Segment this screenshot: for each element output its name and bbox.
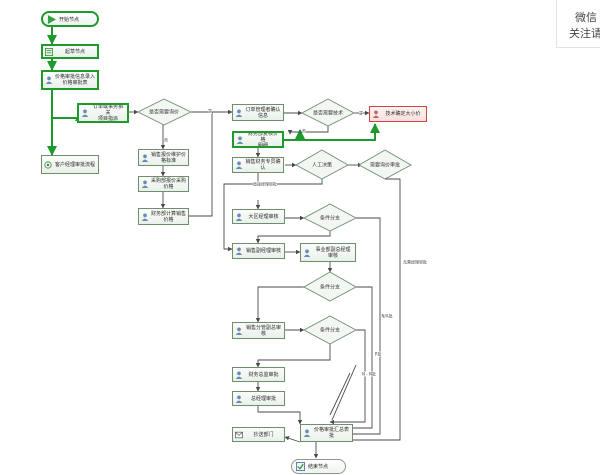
edge-label-no1: 否 [164,137,168,143]
supplier-node[interactable]: 价格审批信息录入 价格审批表 [41,70,99,90]
decision-d2[interactable] [301,98,355,127]
end-node[interactable]: 结束节点 [291,459,346,474]
purchase-node-label: 采购部报价采购 价格 [151,178,187,190]
sales-finance-node[interactable]: 销售财务专员确 认 [232,157,284,173]
user-icon [81,109,89,117]
form-icon [45,47,53,56]
decision-d4-label: 条件分支 [319,215,341,222]
user-icon [235,161,243,169]
supervisor-node[interactable]: 订单或事务相关 项目指派 [77,103,129,123]
dept-mgr-node-label: 大区经理审核 [248,213,279,220]
notify-node[interactable]: 抄送部门 [232,427,285,442]
decision-d2-label: 是否需要技术 [312,110,344,117]
user-icon [235,247,243,255]
purchase-node[interactable]: 采购部报价采购 价格 [138,176,189,192]
finance-review-node[interactable]: 财务部复核价格 明细 [232,131,284,148]
decision-d1[interactable] [136,98,193,126]
active-path [47,27,380,156]
user-icon [141,154,149,162]
finance-node-label: 财务部计算销售 价格 [151,210,187,223]
customer-node-label: 客户经理审批流程 [54,161,95,168]
draft-node-label: 起草节点 [64,48,85,55]
edge-label-branch1: 直接经理审批 [253,181,277,187]
user-icon [372,110,380,118]
start-node-label: 开始节点 [59,16,80,23]
edge-supplier-supervisor [52,111,85,121]
decision-d6-label: 条件分支 [319,284,341,291]
wechat-line1: 微信 [575,11,597,24]
edge-label-branch2: 无需经理审批 [403,259,427,265]
customer-node[interactable]: 客户经理审批流程 [41,155,99,174]
decision-d3[interactable] [295,149,349,180]
user-icon [235,371,243,379]
decisions [136,98,412,345]
decision-d7-label: 条件分支 [319,327,341,334]
finance-director-node-label: 财务总监审批 [248,371,279,378]
user-icon [45,76,53,84]
sales-mgr-node[interactable]: 销售副经理审核 [232,243,285,259]
bu-review-node-label: 事业部副总经理 审核 [315,246,351,259]
user-icon [235,327,243,335]
decision-d3b-label: 需要询价审批 [369,162,401,169]
decision-d7[interactable] [303,315,357,345]
bu-mgr-node-label: 销售分管副总审 核 [245,324,281,337]
bu-mgr-node[interactable]: 销售分管副总审 核 [232,322,285,339]
wechat-follow-box[interactable]: 微信 关注请 [556,0,600,48]
user-icon [141,180,149,188]
user-icon [141,213,149,221]
edge-label-yes1: 是 [208,108,212,114]
edge-label-yes2: 是 [359,110,363,116]
start-node[interactable]: 开始节点 [41,11,99,27]
archive-node[interactable]: 价格审批汇总表 批 [300,424,353,442]
supervisor-node-label: 订单或事务相关 项目指派 [92,104,123,122]
wechat-line2: 关注请 [569,27,600,40]
sales-mgr-node-label: 销售副经理审核 [245,248,281,254]
decision-d6[interactable] [303,271,357,302]
edge-label-branch5: N - N批 [362,371,376,377]
check-icon [296,462,305,471]
cycle-icon [44,160,52,169]
bu-review-node[interactable]: 事业部副总经理 审核 [300,243,356,262]
edge-label-branch3: N/A批 [381,313,393,319]
order-confirm-node[interactable]: 订单管理者确认 信息 [232,104,284,121]
sales-finance-node-label: 销售财务专员确 认 [245,159,281,171]
collect-node[interactable]: 销售报价维护价 格标准 [138,149,189,166]
user-icon [303,249,311,257]
supplier-node-label: 价格审批信息录入 价格审批表 [55,74,96,86]
notify-node-label: 抄送部门 [253,431,274,438]
gm-node[interactable]: 总经理审批 [232,391,285,406]
decision-d4[interactable] [303,203,357,232]
user-icon [303,429,311,437]
edge-label-no2: 否 [302,128,306,134]
finance-node[interactable]: 财务部计算销售 价格 [138,208,189,225]
user-icon [236,136,244,144]
user-icon [235,213,243,221]
order-confirm-node-label: 订单管理者确认 信息 [245,106,281,119]
tech-node[interactable]: 技术确定大小价 [369,106,427,122]
user-icon [235,395,243,403]
mail-icon [235,431,243,438]
dept-mgr-node[interactable]: 大区经理审核 [232,209,285,224]
user-icon [235,109,243,117]
decision-d1-label: 是否需要询价 [148,109,180,116]
decision-d3-label: 人工决策 [311,162,333,169]
finance-director-node[interactable]: 财务总监审批 [232,367,285,382]
play-icon [47,14,56,24]
end-node-label: 结束节点 [308,464,329,470]
gm-node-label: 总经理审批 [250,395,276,402]
decision-d3b[interactable] [358,149,412,180]
edge-label-branch4: P批 [374,351,382,357]
archive-node-label: 价格审批汇总表 批 [313,427,349,439]
collect-node-label: 销售报价维护价 格标准 [151,151,187,164]
edge-tech-return [300,123,380,141]
finance-review-node-label: 财务部复核价格 明细 [247,131,278,148]
draft-node[interactable]: 起草节点 [41,44,99,59]
tech-node-label: 技术确定大小价 [385,111,421,117]
